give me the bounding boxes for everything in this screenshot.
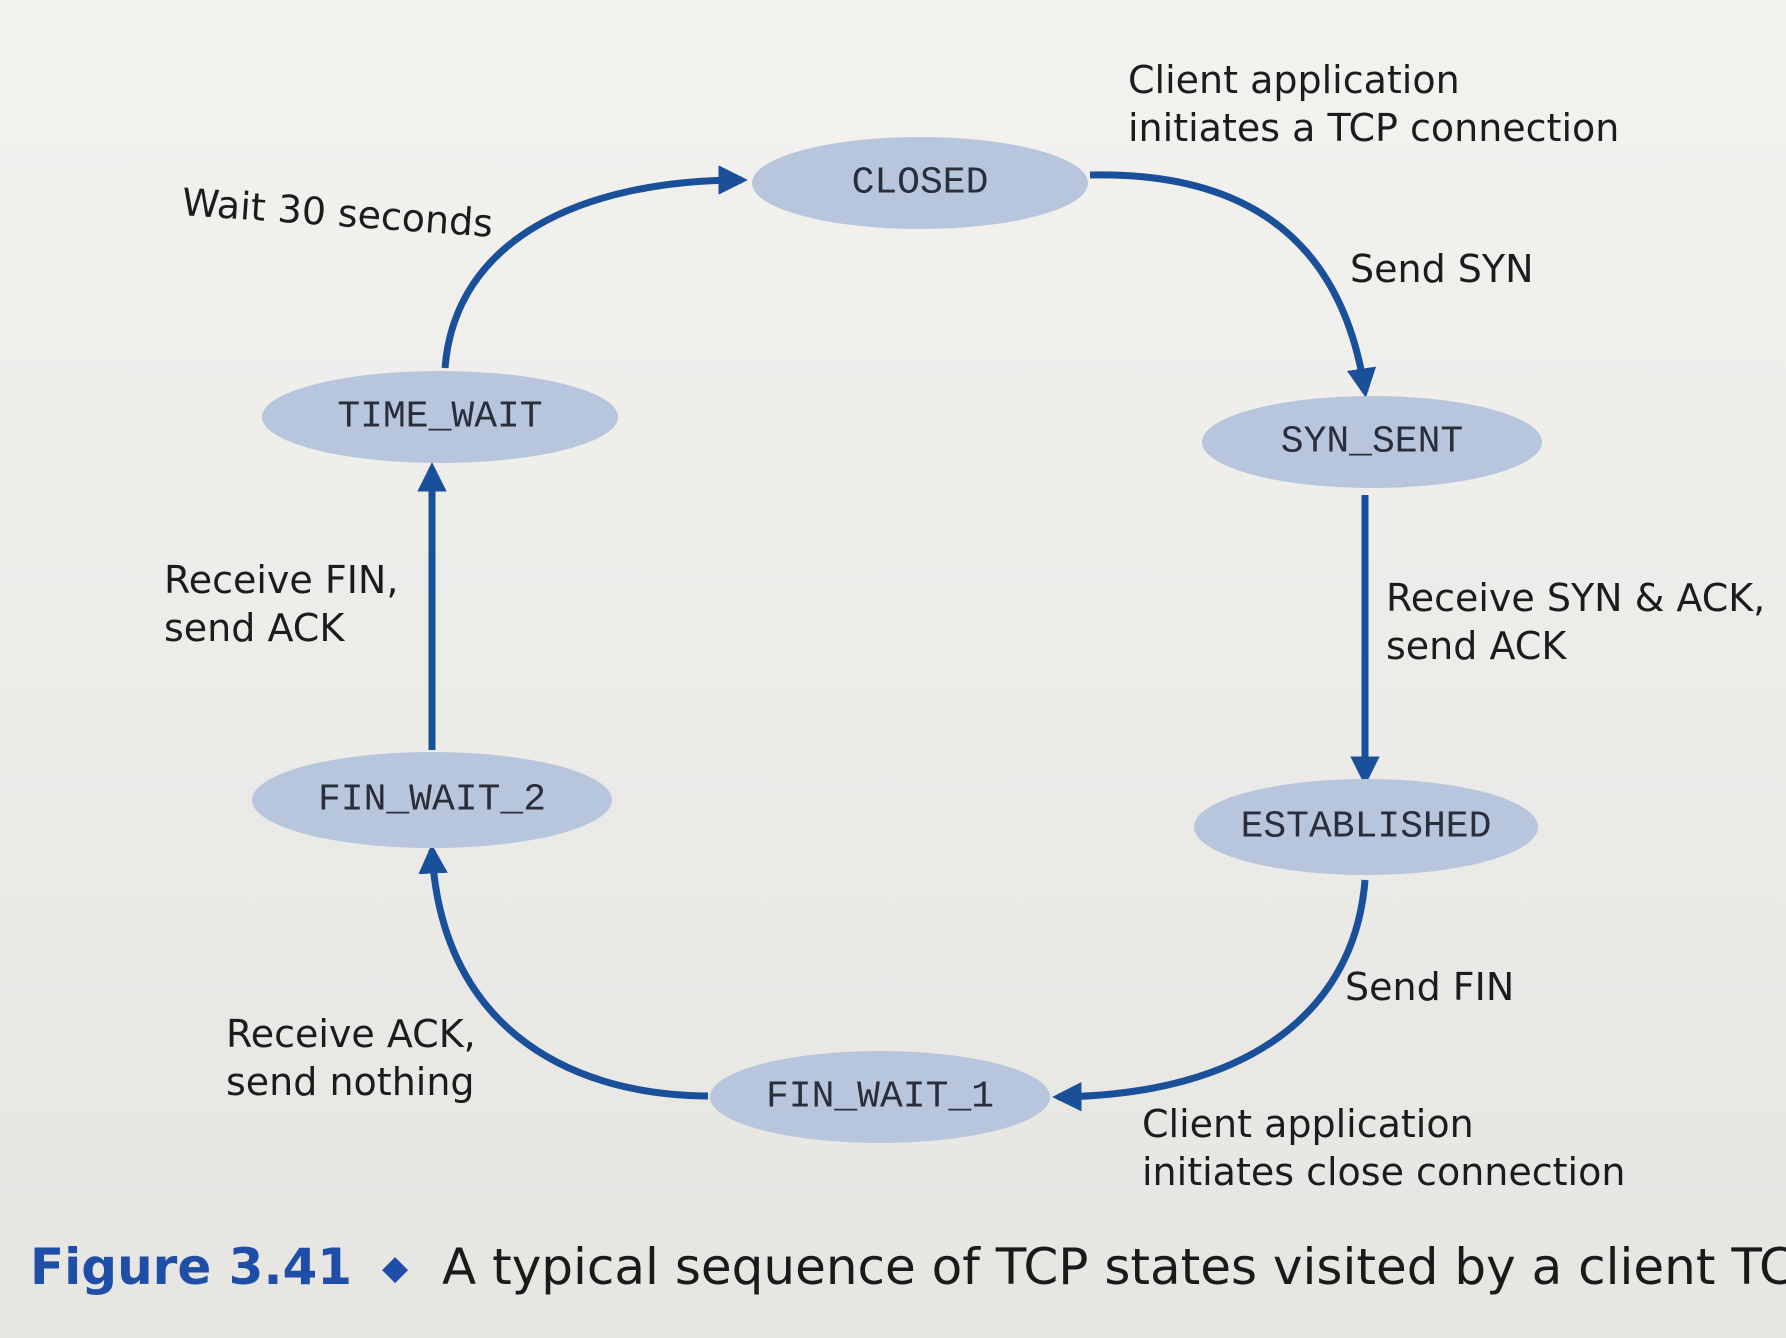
- label-client-initiates-connection: Client application initiates a TCP conne…: [1128, 56, 1619, 152]
- state-fin-wait-1: FIN_WAIT_1: [710, 1051, 1050, 1143]
- label-receive-fin-line-2: send ACK: [164, 606, 345, 650]
- state-fin-wait-1-label: FIN_WAIT_1: [766, 1076, 994, 1119]
- state-syn-sent-label: SYN_SENT: [1281, 421, 1463, 464]
- state-fin-wait-2: FIN_WAIT_2: [252, 752, 612, 848]
- label-client-initiates-connection-line-1: Client application: [1128, 58, 1460, 102]
- figure-caption-text: A typical sequence of TCP states visited…: [442, 1238, 1786, 1296]
- arrow-time-wait-to-closed: [441, 165, 748, 369]
- arrow-fin-wait-1-to-fin-wait-2: [418, 844, 709, 1100]
- state-closed: CLOSED: [752, 137, 1088, 229]
- state-established: ESTABLISHED: [1194, 779, 1538, 875]
- state-fin-wait-2-label: FIN_WAIT_2: [318, 779, 546, 822]
- state-established-label: ESTABLISHED: [1241, 806, 1492, 849]
- state-fin-wait-2-ellipse: [252, 752, 612, 848]
- state-established-ellipse: [1194, 779, 1538, 875]
- label-client-initiates-close-line-2: initiates close connection: [1142, 1150, 1626, 1194]
- state-fin-wait-1-ellipse: [710, 1051, 1050, 1143]
- label-send-fin: Send FIN: [1345, 965, 1515, 1009]
- label-receive-syn-ack: Receive SYN & ACK, send ACK: [1386, 574, 1765, 670]
- diamond-icon: ◆: [381, 1248, 409, 1288]
- label-receive-ack-line-1: Receive ACK,: [226, 1012, 476, 1056]
- label-receive-syn-ack-line-2: send ACK: [1386, 624, 1567, 668]
- label-receive-fin: Receive FIN, send ACK: [164, 556, 398, 652]
- figure-number: Figure 3.41: [30, 1238, 353, 1296]
- label-client-initiates-connection-line-2: initiates a TCP connection: [1128, 106, 1620, 150]
- label-client-initiates-close-line-1: Client application: [1142, 1102, 1474, 1146]
- label-receive-ack-line-2: send nothing: [226, 1060, 475, 1104]
- label-client-initiates-close: Client application initiates close conne…: [1142, 1100, 1625, 1196]
- label-receive-fin-line-1: Receive FIN,: [164, 558, 399, 602]
- state-time-wait: TIME_WAIT: [262, 371, 618, 463]
- arrow-established-to-fin-wait-1: [1052, 879, 1369, 1112]
- label-send-syn: Send SYN: [1350, 247, 1534, 291]
- state-syn-sent-ellipse: [1202, 396, 1542, 488]
- state-time-wait-ellipse: [262, 371, 618, 463]
- label-receive-syn-ack-line-1: Receive SYN & ACK,: [1386, 576, 1766, 620]
- state-time-wait-label: TIME_WAIT: [337, 396, 542, 439]
- state-syn-sent: SYN_SENT: [1202, 396, 1542, 488]
- state-closed-label: CLOSED: [852, 162, 989, 205]
- figure-caption: Figure 3.41 ◆ A typical sequence of TCP …: [30, 1238, 1786, 1296]
- arrow-closed-to-syn-sent: [1089, 171, 1377, 398]
- state-closed-ellipse: [752, 137, 1088, 229]
- label-receive-ack: Receive ACK, send nothing: [226, 1010, 476, 1106]
